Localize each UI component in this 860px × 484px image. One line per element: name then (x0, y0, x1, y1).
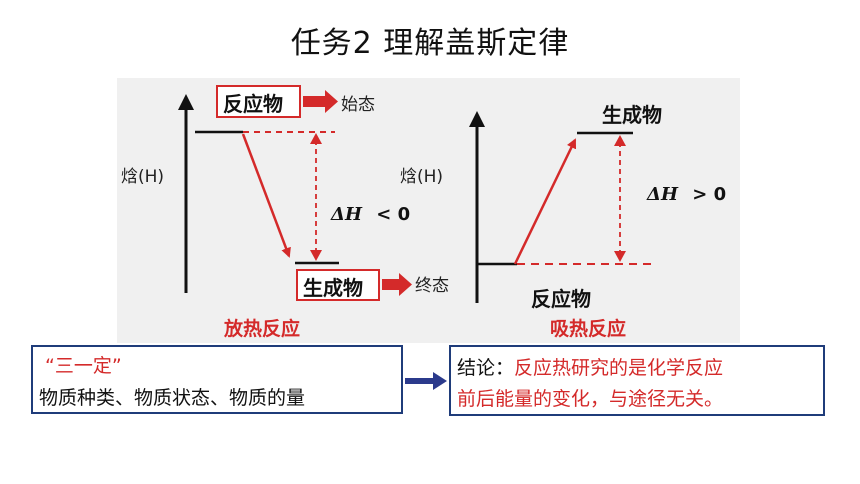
premise-body: 物质种类、物质状态、物质的量 (39, 387, 306, 409)
exo-initial-state-label: 始态 (341, 95, 375, 115)
conclusion-label: 结论： (457, 357, 515, 379)
conclusion-text-line2: 前后能量的变化，与途径无关。 (457, 388, 724, 410)
exo-reaction-path (241, 133, 291, 258)
exo-delta-h-arrow-bottom (310, 250, 322, 261)
conclusion-text-line1: 反应热研究的是化学反应 (514, 357, 724, 379)
endo-delta-h-arrow-bottom (614, 251, 626, 262)
endo-delta-h-symbol: ΔH (647, 184, 678, 205)
endo-reaction-path (513, 138, 577, 265)
endo-y-axis-arrowhead (469, 111, 485, 127)
enthalpy-diagram-panel: 焓(H) 反应物 始态 ΔH < 0 生成物 终态 放热反应 焓(H) 生成物 … (117, 78, 740, 343)
exo-y-axis-arrowhead (178, 94, 194, 110)
exo-product-label: 生成物 (303, 276, 363, 300)
conclusion-line1: 结论：反应热研究的是化学反应 (457, 353, 723, 380)
endo-reactant-label: 反应物 (531, 287, 591, 311)
exo-final-state-arrow (382, 273, 412, 296)
premise-box: “三一定” 物质种类、物质状态、物质的量 (31, 345, 403, 414)
endo-delta-h-relation: > 0 (692, 184, 727, 205)
exo-product-box (296, 269, 380, 301)
exo-initial-state-arrow (303, 90, 338, 113)
enthalpy-diagrams (178, 85, 655, 303)
exo-caption: 放热反应 (224, 318, 301, 340)
page-title: 任务2 理解盖斯定律 (290, 26, 570, 61)
exo-delta-h-symbol: ΔH (331, 204, 362, 225)
exo-y-axis-label: 焓(H) (121, 167, 165, 187)
exo-delta-h-relation: < 0 (376, 204, 411, 225)
exo-reactant-label: 反应物 (223, 92, 283, 116)
exo-delta-h-label: ΔH < 0 (331, 204, 410, 225)
right-arrow-icon (405, 372, 447, 390)
endo-delta-h-label: ΔH > 0 (647, 184, 726, 205)
premise-heading: “三一定” (45, 355, 122, 377)
conclusion-box: 结论：反应热研究的是化学反应 前后能量的变化，与途径无关。 (449, 345, 825, 416)
exo-final-state-label: 终态 (415, 276, 449, 296)
endo-caption: 吸热反应 (550, 318, 627, 340)
endo-y-axis-label: 焓(H) (400, 167, 444, 187)
exo-reactant-box (216, 85, 301, 118)
endo-delta-h-arrow-top (614, 135, 626, 146)
exo-delta-h-arrow-top (310, 133, 322, 144)
endo-product-label: 生成物 (602, 103, 662, 127)
